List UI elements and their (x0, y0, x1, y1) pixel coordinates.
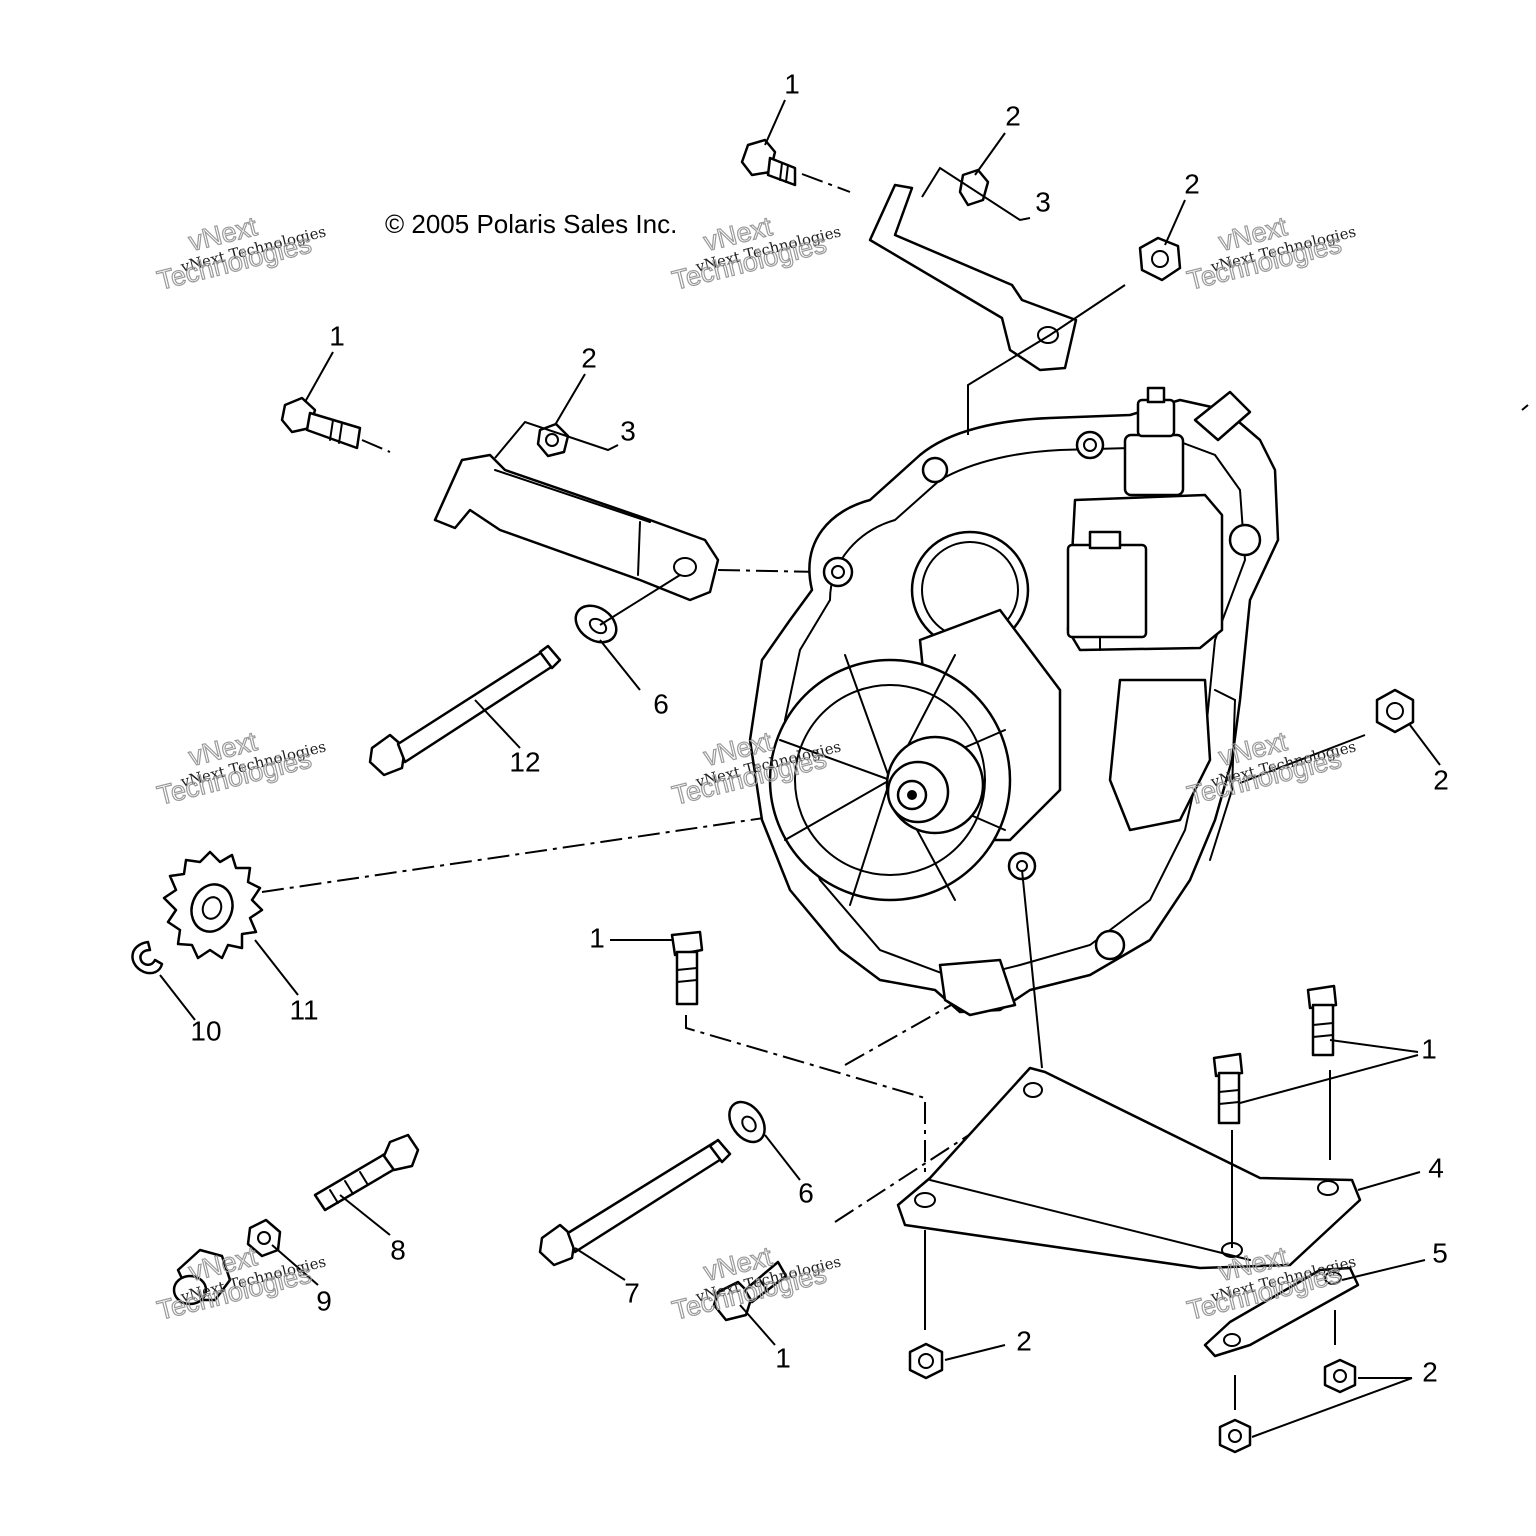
callout-numbers: 1 2 3 2 1 2 3 6 12 2 11 10 1 1 4 6 8 9 7… (190, 68, 1448, 1387)
callout-strap: 5 (1432, 1237, 1448, 1268)
nut-top-right (1138, 236, 1182, 282)
gearcase-assembly (748, 386, 1280, 1017)
callout-bracket-lower: 4 (1428, 1152, 1444, 1183)
callout-nut-top-right: 2 (1184, 168, 1200, 199)
callout-leaders (159, 99, 1529, 1438)
callout-nut-right: 2 (1433, 764, 1449, 795)
callout-bracket-upper-right: 3 (1035, 186, 1051, 217)
nut-bottom-right-1 (1323, 1358, 1357, 1394)
callout-long-bolt-upper: 12 (509, 746, 540, 777)
watermark-4: vNext vNext Technologies Technologies (154, 726, 328, 812)
nut-bottom-center (908, 1342, 944, 1380)
nut-fitting (172, 1218, 282, 1306)
callout-long-bolt-lower: 7 (624, 1277, 640, 1308)
bolt-upper-left (280, 396, 362, 450)
watermark-3: vNext vNext Technologies Technologies (1184, 211, 1358, 297)
watermark-2: vNext vNext Technologies Technologies (669, 211, 843, 297)
callout-bolt-upper-left: 1 (329, 320, 345, 351)
bolt-vertical-right-2 (1212, 1052, 1244, 1125)
watermark-1: vNext vNext Technologies Technologies (154, 211, 328, 297)
long-bolt-lower (538, 1138, 732, 1267)
callout-washer-lower: 6 (798, 1177, 814, 1208)
mount-bracket-upper-right (868, 183, 1078, 372)
callout-nut-fitting: 9 (316, 1285, 332, 1316)
callout-nut-middle-left: 2 (581, 342, 597, 373)
circlip (131, 940, 164, 975)
callout-stud: 8 (390, 1234, 406, 1265)
nut-bottom-right-2 (1218, 1418, 1252, 1454)
callout-bolts-right: 1 (1421, 1033, 1437, 1064)
callout-nuts-bottom-right: 2 (1422, 1356, 1438, 1387)
mount-bracket-lower (896, 1066, 1362, 1270)
mount-bracket-middle-left (433, 453, 720, 602)
copyright-text: © 2005 Polaris Sales Inc. (385, 209, 677, 239)
callout-bolt-bottom: 1 (775, 1342, 791, 1373)
callout-bolt-vertical-left: 1 (589, 922, 605, 953)
watermark-8: vNext vNext Technologies Technologies (669, 1241, 843, 1327)
long-bolt-upper (368, 644, 562, 777)
callout-sprocket: 11 (289, 994, 318, 1025)
stud (313, 1133, 420, 1212)
callout-washer-upper: 6 (653, 688, 669, 719)
callout-nut-top-small: 2 (1005, 100, 1021, 131)
washer-lower (728, 1100, 766, 1144)
bolt-bottom (712, 1260, 788, 1322)
nut-top-small (958, 168, 990, 207)
washer-upper (574, 604, 618, 644)
callout-bolt-top: 1 (784, 68, 800, 99)
bolt-vertical-left (670, 930, 704, 1006)
callout-circlip: 10 (190, 1015, 221, 1046)
callout-bracket-middle-left: 3 (620, 415, 636, 446)
sprocket (162, 850, 264, 960)
bolt-vertical-right-1 (1306, 984, 1338, 1057)
bolt-top (740, 138, 797, 187)
watermark-7: vNext vNext Technologies Technologies (154, 1241, 328, 1327)
nut-right (1375, 688, 1415, 734)
callout-nut-bottom-center: 2 (1016, 1325, 1032, 1356)
